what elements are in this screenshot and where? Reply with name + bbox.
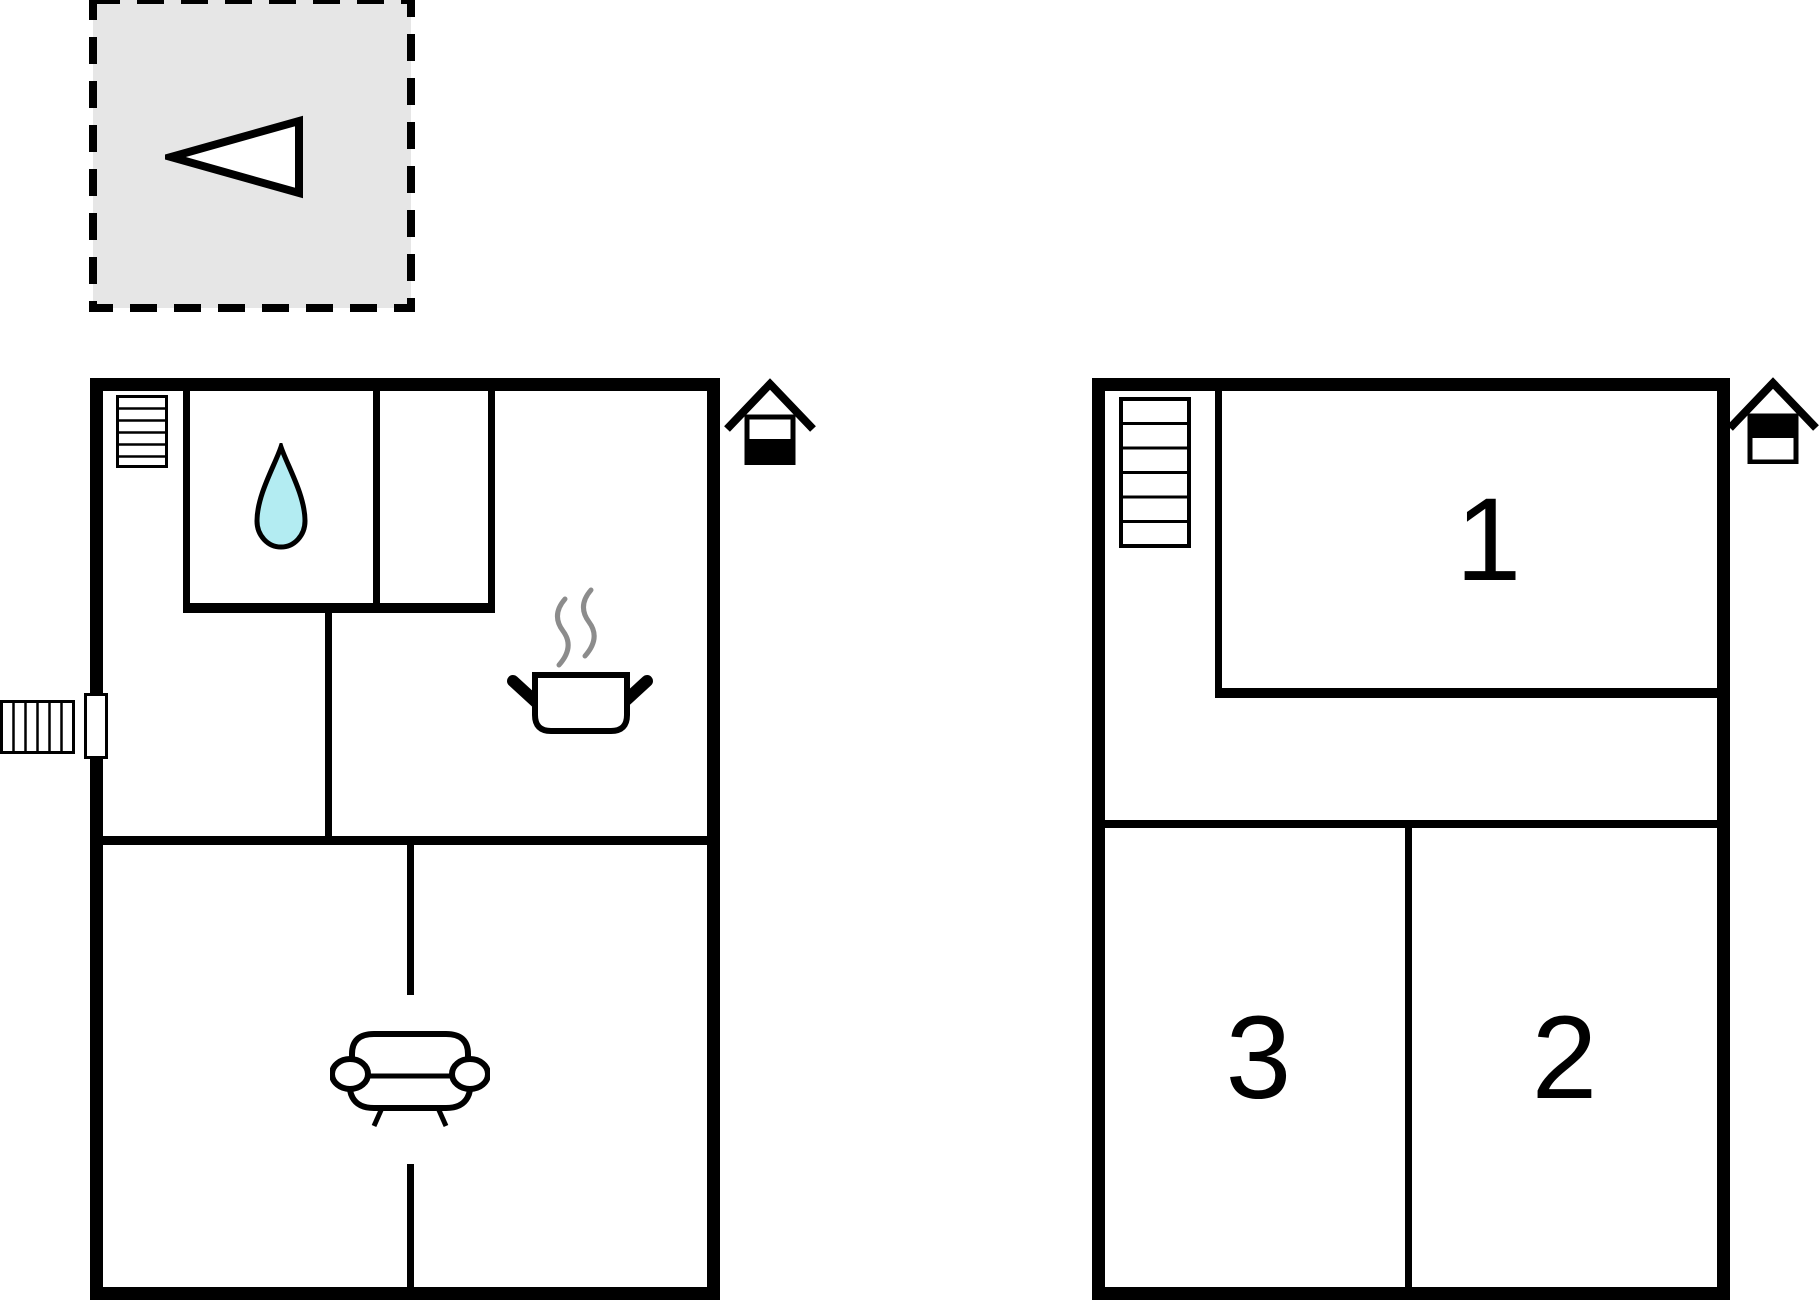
steam-icon (555, 587, 597, 668)
room2-label: 2 (1531, 991, 1598, 1124)
door-opening (84, 693, 108, 759)
ground-exterior-wall-top (90, 378, 720, 391)
stairs-icon (1119, 397, 1191, 548)
room2-room3-partition (1405, 828, 1412, 1287)
room1-wall-bottom (1215, 688, 1717, 698)
upper-exterior-wall-bottom (1092, 1287, 1730, 1300)
bathroom-wall-left (183, 391, 190, 613)
stairs-icon (116, 395, 168, 468)
upper-exterior-wall-left (1092, 378, 1105, 1300)
room1-label: 1 (1455, 473, 1522, 606)
upper-exterior-wall-top (1092, 378, 1730, 391)
upper-middle-wall (1105, 820, 1717, 828)
living-room-wall (103, 836, 707, 845)
bathroom-wall-bottom (183, 603, 495, 613)
ground-exterior-wall-left (90, 378, 103, 1300)
kitchen-hall-partition (325, 613, 332, 841)
house-ground-floor-icon (724, 378, 816, 465)
left-arrow-triangle-icon (165, 115, 303, 199)
sofa-icon (330, 1031, 490, 1128)
room3-label: 3 (1225, 991, 1292, 1124)
bathroom-wall-middle (373, 391, 380, 613)
upper-exterior-wall-right (1717, 378, 1730, 1300)
house-upper-floor-icon (1727, 377, 1819, 464)
window-icon (0, 700, 75, 754)
ground-exterior-wall-right (707, 378, 720, 1300)
living-room-partition-upper (407, 845, 414, 995)
cooking-pot-icon (507, 587, 653, 734)
water-drop-icon (254, 443, 308, 550)
room1-wall-left (1215, 391, 1222, 698)
bathroom-wall-right (488, 391, 495, 613)
living-room-partition-lower (407, 1164, 414, 1287)
ground-exterior-wall-bottom (90, 1287, 720, 1300)
